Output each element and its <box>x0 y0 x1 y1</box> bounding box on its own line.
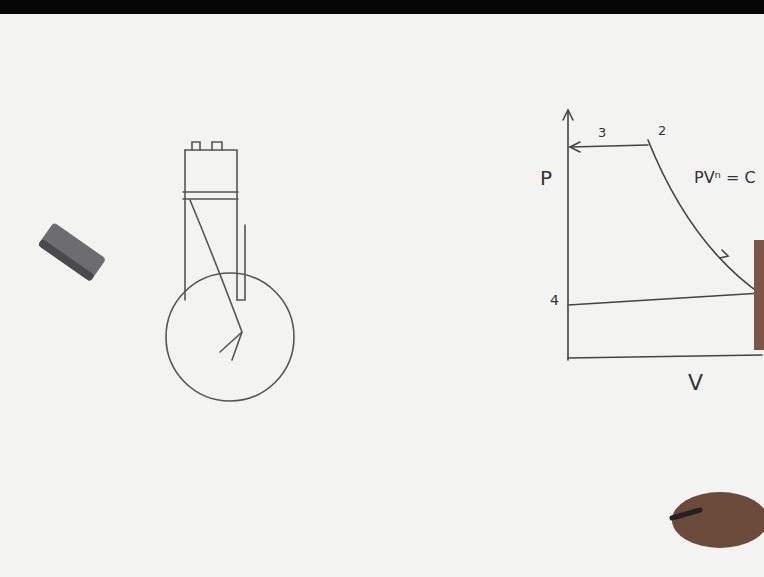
top-bar <box>0 0 764 14</box>
state-number: 4 <box>550 293 559 307</box>
pv-diagram <box>563 110 762 360</box>
eraser <box>38 222 106 282</box>
state-number: 3 <box>598 126 606 139</box>
state-number: 2 <box>658 124 666 137</box>
engine-sketch <box>166 142 294 401</box>
hand-with-marker <box>672 240 764 548</box>
axis-label: P <box>540 168 552 188</box>
axis-label: V <box>688 372 703 394</box>
process-equation: PVⁿ = C <box>694 170 756 186</box>
